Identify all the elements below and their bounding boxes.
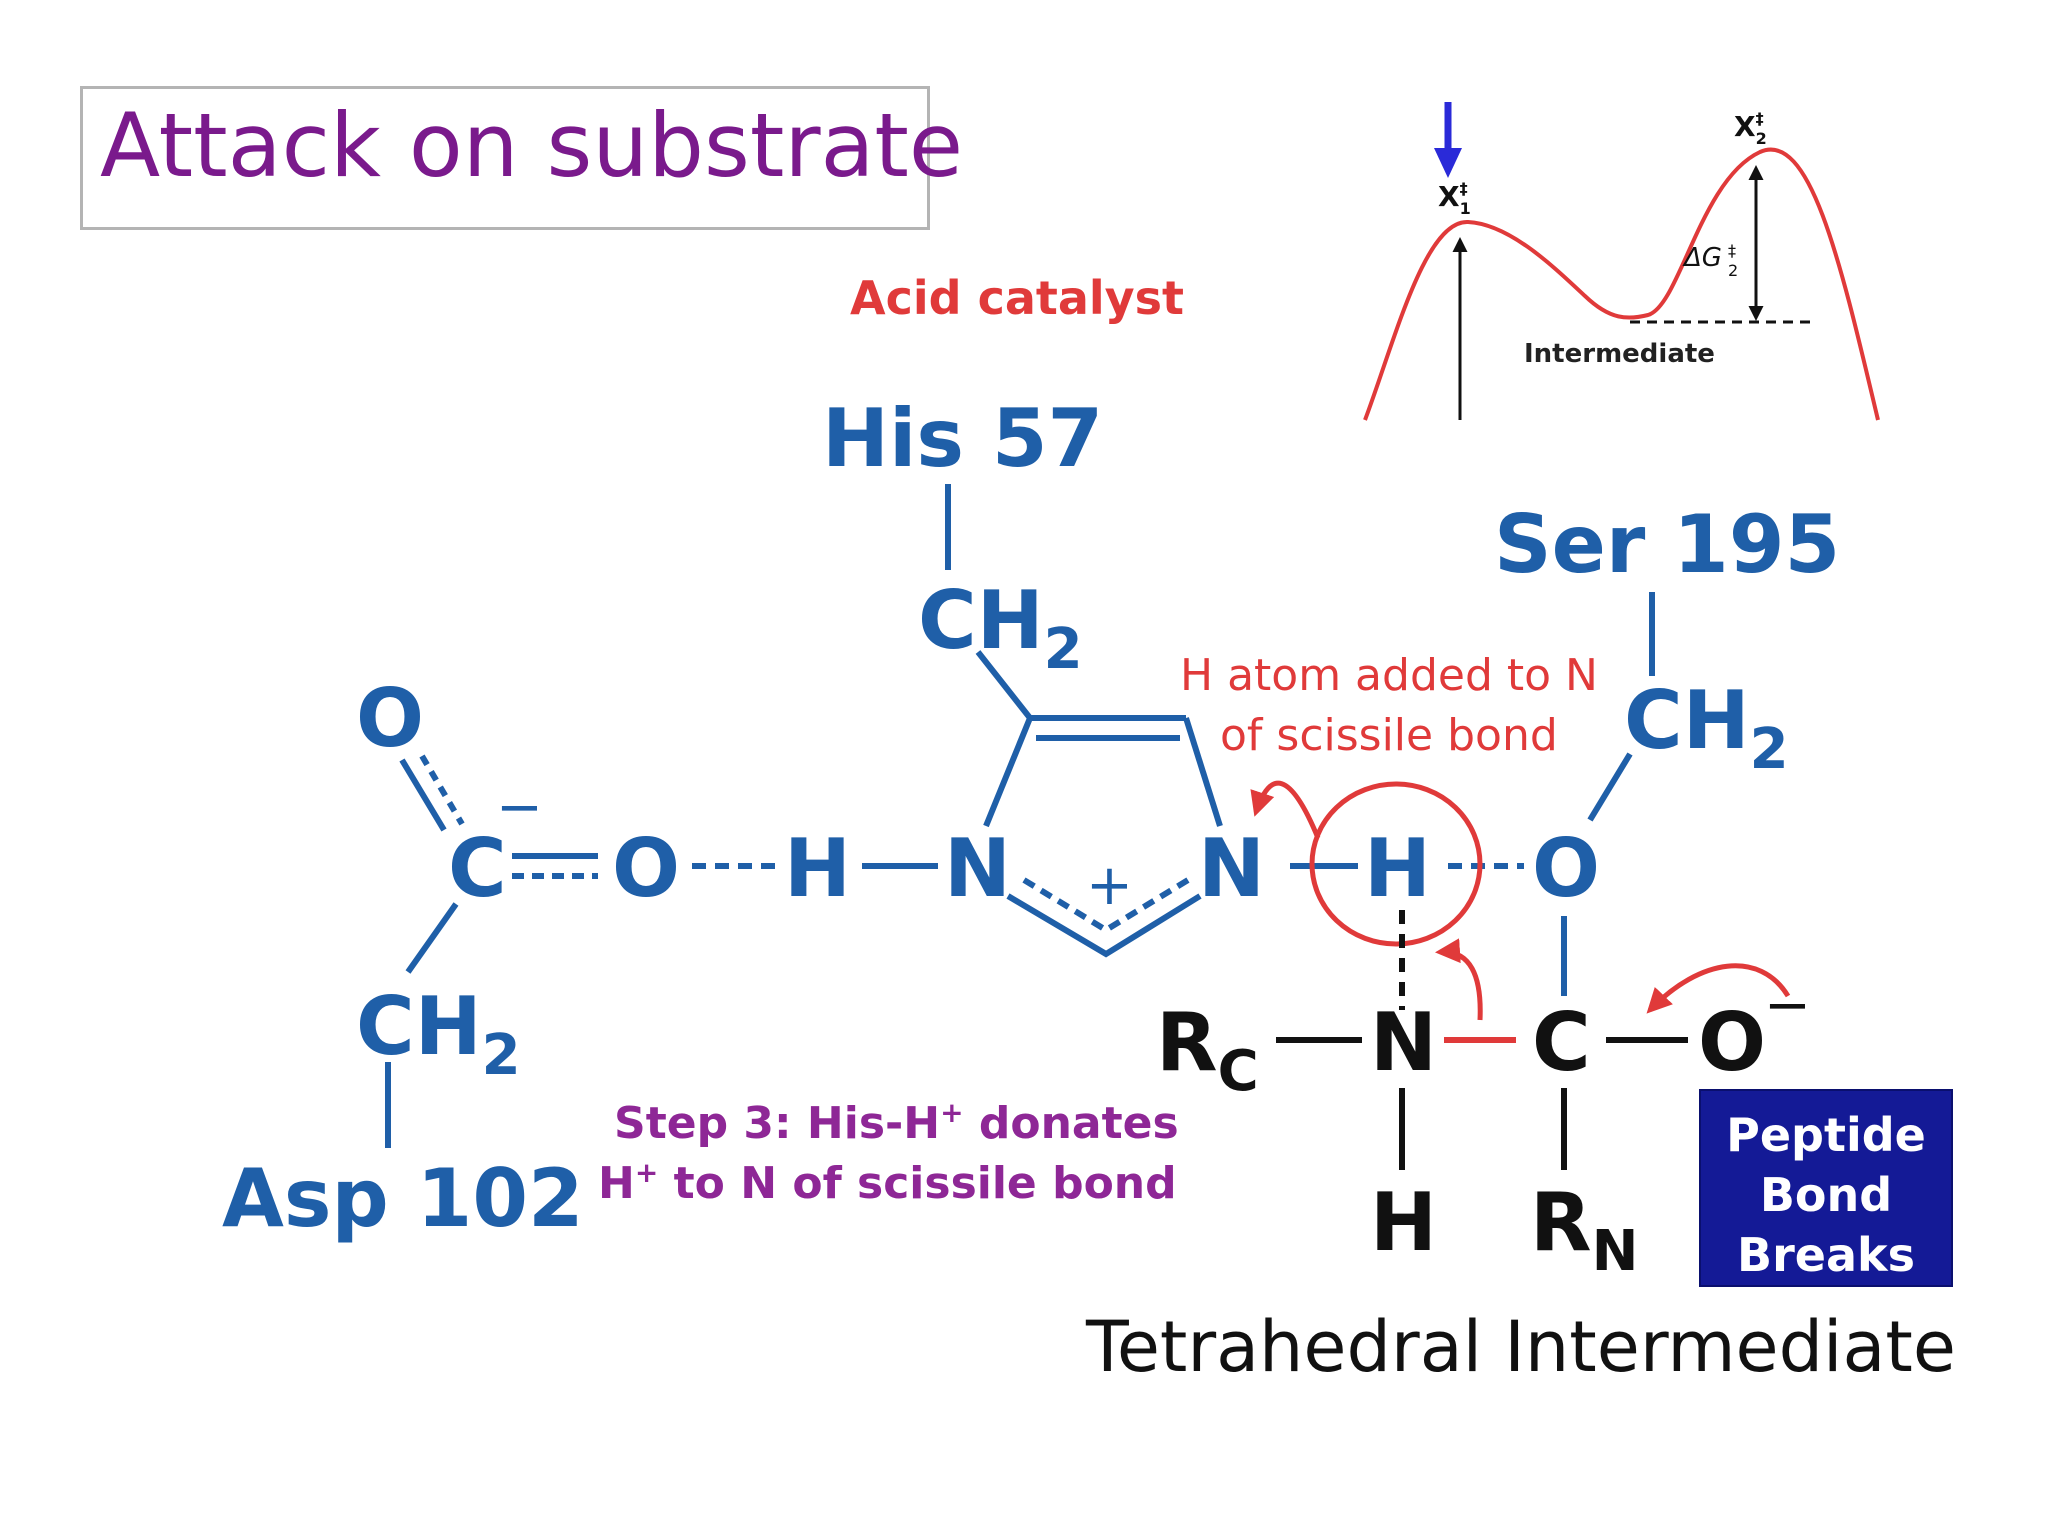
h-atom-note-line2: of scissile bond xyxy=(1220,710,1558,761)
substrate: RC N C O − H RN xyxy=(1156,910,1811,1284)
asp102-label: Asp 102 xyxy=(222,1152,584,1245)
peptide-box-line2: Bond xyxy=(1760,1168,1892,1222)
his-n1: N xyxy=(944,822,1011,915)
peptide-box-line1: Peptide xyxy=(1726,1108,1926,1162)
ring-plus-charge: + xyxy=(1086,853,1133,918)
ts1-label: X‡1 xyxy=(1438,179,1471,218)
peptide-bond-breaks-box xyxy=(1699,1089,1953,1287)
asp-carboxyl-c: C xyxy=(448,822,507,915)
intermediate-label: Intermediate xyxy=(1524,339,1715,369)
h-atom-note-line1: H atom added to N xyxy=(1180,650,1598,701)
title-box xyxy=(80,86,930,230)
his-ch2: CH2 xyxy=(918,574,1083,682)
asp-minus-charge: − xyxy=(496,775,543,840)
arrow-o-to-c xyxy=(1646,963,1791,1014)
rc-group: RC xyxy=(1156,996,1259,1104)
ser195-label: Ser 195 xyxy=(1494,498,1840,591)
delta-g-label: ΔG‡2 xyxy=(1682,241,1738,280)
step3-note-line1: Step 3: His-H+ donates xyxy=(614,1096,1179,1149)
ser-o: O xyxy=(1532,822,1600,915)
energy-diagram: X‡1 X‡2 ΔG‡2 Intermediate xyxy=(1363,102,1880,421)
asp102-residue: O − C O H CH2 Asp 102 xyxy=(222,672,938,1245)
tetrahedral-intermediate-caption: Tetrahedral Intermediate xyxy=(1086,1306,1956,1388)
ser-ch2: CH2 xyxy=(1624,674,1789,782)
acid-catalyst-label: Acid catalyst xyxy=(850,271,1184,325)
asp-o-side: O xyxy=(612,822,680,915)
transferring-h: H xyxy=(1364,822,1431,915)
tetrahedral-c: C xyxy=(1532,996,1591,1089)
energy-profile-curve xyxy=(1363,147,1880,421)
amide-h: H xyxy=(1370,1176,1437,1269)
current-step-arrowhead xyxy=(1434,148,1462,178)
arrow-h-to-his-n xyxy=(1250,780,1321,839)
his57-residue: CH2 + N N xyxy=(918,484,1265,958)
asp-o-top: O xyxy=(356,672,424,765)
slide-title: Attack on substrate xyxy=(100,94,964,197)
his57-label: His 57 xyxy=(822,392,1103,485)
asp-ch2: CH2 xyxy=(356,980,521,1088)
peptide-box-line3: Breaks xyxy=(1737,1228,1915,1282)
step3-note-line2: H+ to N of scissile bond xyxy=(598,1156,1177,1209)
proton-transfer: H H atom added to N of scissile bond xyxy=(1180,650,1791,1021)
scissile-n: N xyxy=(1370,996,1437,1089)
peptide-bond-breaks-text: Peptide Bond Breaks xyxy=(1726,1108,1926,1282)
his-n2: N xyxy=(1198,822,1265,915)
oxyanion-o: O xyxy=(1698,996,1766,1089)
ser195-residue: CH2 O xyxy=(1532,592,1789,996)
his-h-bond-h: H xyxy=(784,822,851,915)
ts2-label: X‡2 xyxy=(1734,109,1767,148)
oxyanion-minus: − xyxy=(1764,973,1811,1038)
arrow-bond-to-h xyxy=(1435,938,1483,1021)
rn-group: RN xyxy=(1530,1176,1638,1284)
h-atom-highlight-circle xyxy=(1309,781,1483,947)
